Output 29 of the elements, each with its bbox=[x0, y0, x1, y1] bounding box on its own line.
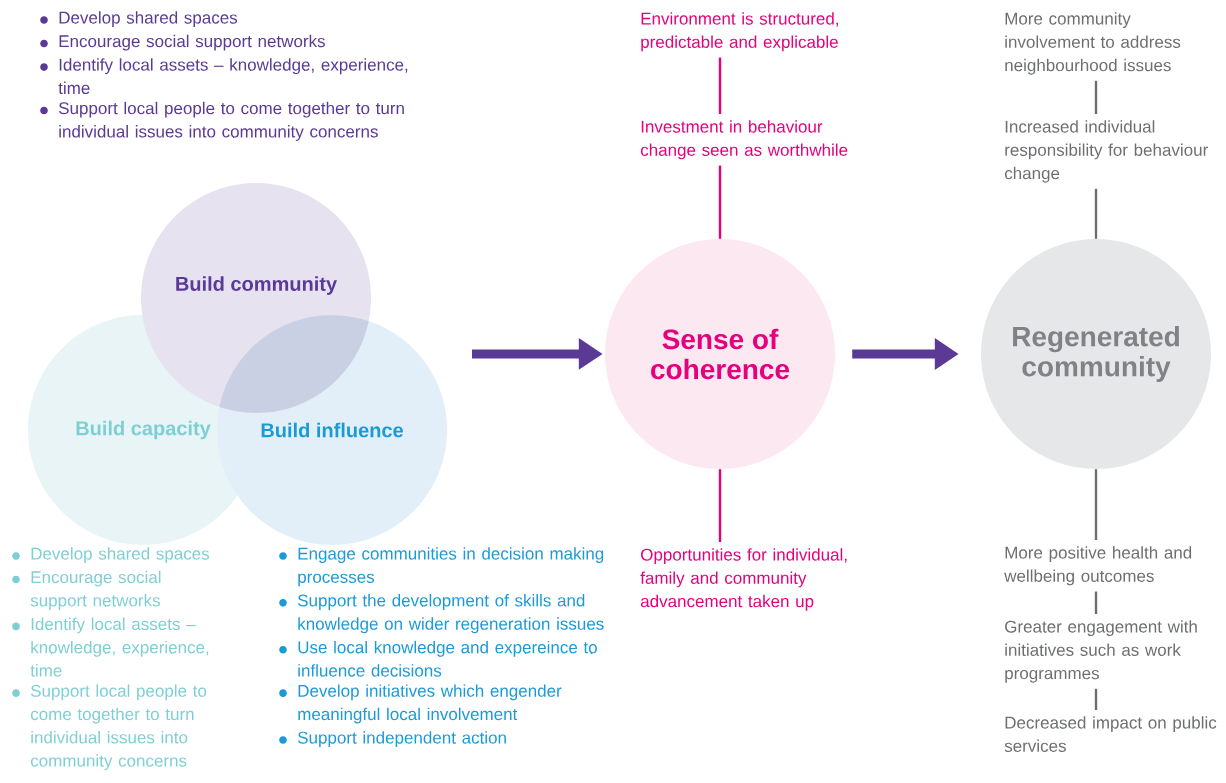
bullet-item: Encourage social support networks bbox=[40, 34, 325, 51]
bullet-item: Identify local assets – knowledge, experience, time bbox=[12, 617, 209, 677]
bullet-item: Develop shared spaces bbox=[40, 11, 238, 28]
connector-line bbox=[1094, 80, 1098, 114]
bullet-item: Support independent action bbox=[279, 731, 506, 748]
connector-line bbox=[718, 57, 722, 114]
bullet-item: Identify local assets – knowledge, experience, time bbox=[40, 58, 408, 95]
bullet-item: Support the development of skills and knowledge on wider regeneration issues bbox=[279, 594, 604, 634]
outcome-text: Greater engagement with initiatives such as work programmes bbox=[1005, 620, 1197, 683]
outcome-text: Decreased impact on public services bbox=[1004, 716, 1217, 752]
connector-line bbox=[1094, 688, 1098, 710]
outcome-text: Environment is structured, predictable and explicable bbox=[641, 12, 838, 52]
connector-line bbox=[1094, 469, 1098, 540]
connector-line bbox=[1094, 188, 1098, 239]
connector-line bbox=[718, 469, 722, 542]
bullet-item: Develop initiatives which engender meaningful local involvement bbox=[279, 684, 562, 724]
connector-line bbox=[1094, 591, 1098, 614]
outcome-text: More community involvement to address neighbourhood issues bbox=[1005, 12, 1181, 75]
outcome-text: Opportunities for individual, family and community advancement taken up bbox=[640, 548, 847, 611]
connector-line bbox=[718, 165, 722, 239]
bullet-item: Use local knowledge and expereince to influence decisions bbox=[279, 640, 597, 677]
bullet-item: Support local people to come together to turn individual issues into community concerns bbox=[40, 101, 404, 141]
bullet-item: Engage communities in decision making processes bbox=[279, 547, 604, 587]
outcome-text: Investment in behaviour change seen as worthwhile bbox=[640, 120, 848, 160]
bullet-item: Support local people to come together to turn individual issues into community concerns bbox=[12, 684, 207, 771]
outcome-text: Increased individual responsibility for behaviour change bbox=[1004, 120, 1208, 183]
bullet-item: Encourage social support networks bbox=[12, 570, 161, 610]
outcome-text: More positive health and wellbeing outcomes bbox=[1004, 546, 1192, 586]
bullet-item: Develop shared spaces bbox=[12, 547, 210, 564]
